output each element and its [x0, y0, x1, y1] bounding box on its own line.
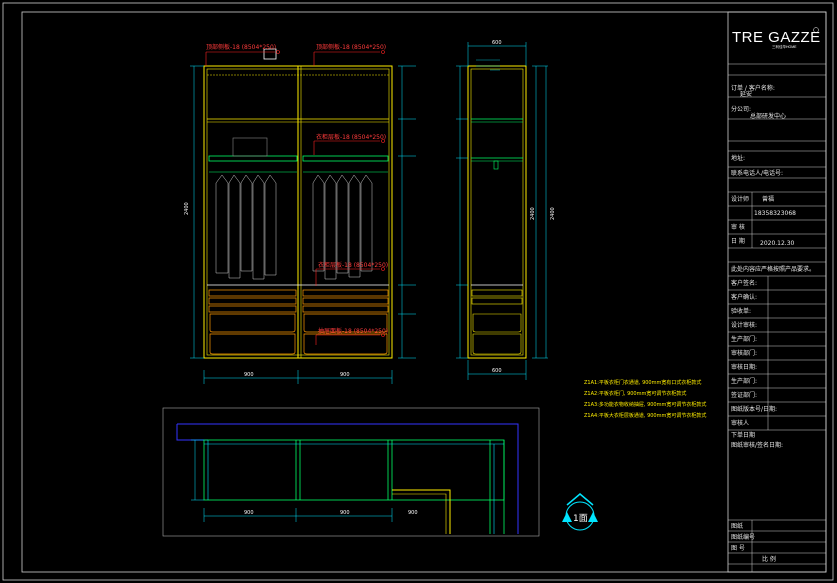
tb-bottom-right: 比 例: [762, 555, 776, 563]
front-height-dim: 2400: [184, 202, 190, 215]
tb-field-1: 客户确认:: [731, 293, 757, 301]
tb-field-2: 验收单:: [731, 307, 751, 315]
tb-notice: 此处内容应严格按照产品要求。: [731, 265, 815, 273]
front-label-2: 顶部侧板-18 (8504*250): [316, 43, 386, 51]
plan-mid-dim: 900: [340, 510, 350, 516]
front-bottom-left-dim: 900: [244, 372, 254, 378]
note-1: Z1A1:平板衣柜门衣通道, 900mm宽有口式衣柜款式: [584, 379, 701, 386]
tb-label-0: 订单 / 客户名称:: [731, 84, 775, 92]
front-bottom-right-dim: 900: [340, 372, 350, 378]
tb-bottom-2: 图 号: [731, 545, 745, 552]
view-marker-icon: [562, 493, 598, 531]
side-elevation: 600 600 2400 2400: [456, 40, 556, 380]
note-2: Z1A2:平板衣柜门, 900mm宽可调节衣柜款式: [584, 390, 686, 397]
brand-sub: 三利佳华HOME: [772, 44, 797, 49]
tb-value-1: 总部研发中心: [750, 112, 786, 120]
tb-value-7: 2020.12.30: [760, 240, 795, 247]
tb-field-11: 下单日期: [731, 431, 755, 439]
front-label-5: 抽屉面板-18 (8504*250): [318, 327, 388, 335]
tb-field-9: 图纸版本号/日期:: [731, 405, 777, 413]
tb-field-4: 生产部门:: [731, 335, 757, 343]
side-bottom-dim: 600: [492, 368, 502, 374]
tb-field-8: 签证部门:: [731, 391, 757, 399]
tb-label-6: 审 核: [731, 223, 745, 231]
tb-label-1: 分公司:: [731, 105, 751, 113]
tb-value-4: 曾福: [762, 195, 774, 203]
note-4: Z1A4:平板大衣柜层板通道, 900mm宽可调节衣柜款式: [584, 412, 706, 419]
brand-logo: TRE GAZZE: [732, 29, 821, 46]
note-3: Z1A3:多功能衣物收纳抽屉, 900mm宽可调节衣柜款式: [584, 401, 706, 408]
tb-field-10: 审核人: [731, 419, 749, 427]
tb-field-6: 审核日期:: [731, 363, 757, 371]
plan-left-dim: 900: [244, 510, 254, 516]
tb-field-5: 审核部门:: [731, 349, 757, 357]
front-label-3: 衣柜层板-18 (8504*250): [316, 133, 386, 141]
tb-label-4: 设计师: [731, 195, 749, 203]
tb-field-3: 设计审核:: [731, 321, 757, 329]
tb-value-0: 延安: [740, 90, 752, 98]
tb-field-0: 客户签名:: [731, 279, 757, 287]
plan-view: 900 900 900 1面: [162, 407, 598, 537]
side-height-left-dim: 2400: [530, 207, 536, 220]
tb-field-12: 图纸审核/签名日期:: [731, 441, 783, 449]
tb-label-2: 地址:: [731, 154, 745, 162]
tb-bottom-1: 图纸编号: [731, 533, 755, 541]
inner-border: [21, 11, 827, 573]
view-label: 1面: [573, 513, 588, 524]
notes-block: Z1A1:平板衣柜门衣通道, 900mm宽有口式衣柜款式 Z1A2:平板衣柜门,…: [584, 379, 706, 419]
side-top-dim: 600: [492, 40, 502, 46]
plan-right-dim: 900: [408, 510, 418, 516]
tb-label-7: 日 期: [731, 237, 745, 245]
tb-value-5: 18358323068: [754, 210, 796, 217]
tb-field-7: 生产部门:: [731, 377, 757, 385]
title-block: TRE GAZZE 三利佳华HOME: [727, 11, 827, 573]
tb-bottom-0: 图纸: [731, 522, 743, 530]
front-label-4: 衣柜层板-18 (8504*250): [318, 261, 388, 269]
front-elevation: 顶部侧板-18 (8504*250) 顶部侧板-18 (8504*250) 衣柜…: [184, 43, 416, 384]
side-height-right-dim: 2400: [550, 207, 556, 220]
tb-label-3: 联系电话人/电话号:: [731, 169, 783, 177]
front-label-1: 顶部侧板-18 (8504*250): [206, 43, 276, 51]
